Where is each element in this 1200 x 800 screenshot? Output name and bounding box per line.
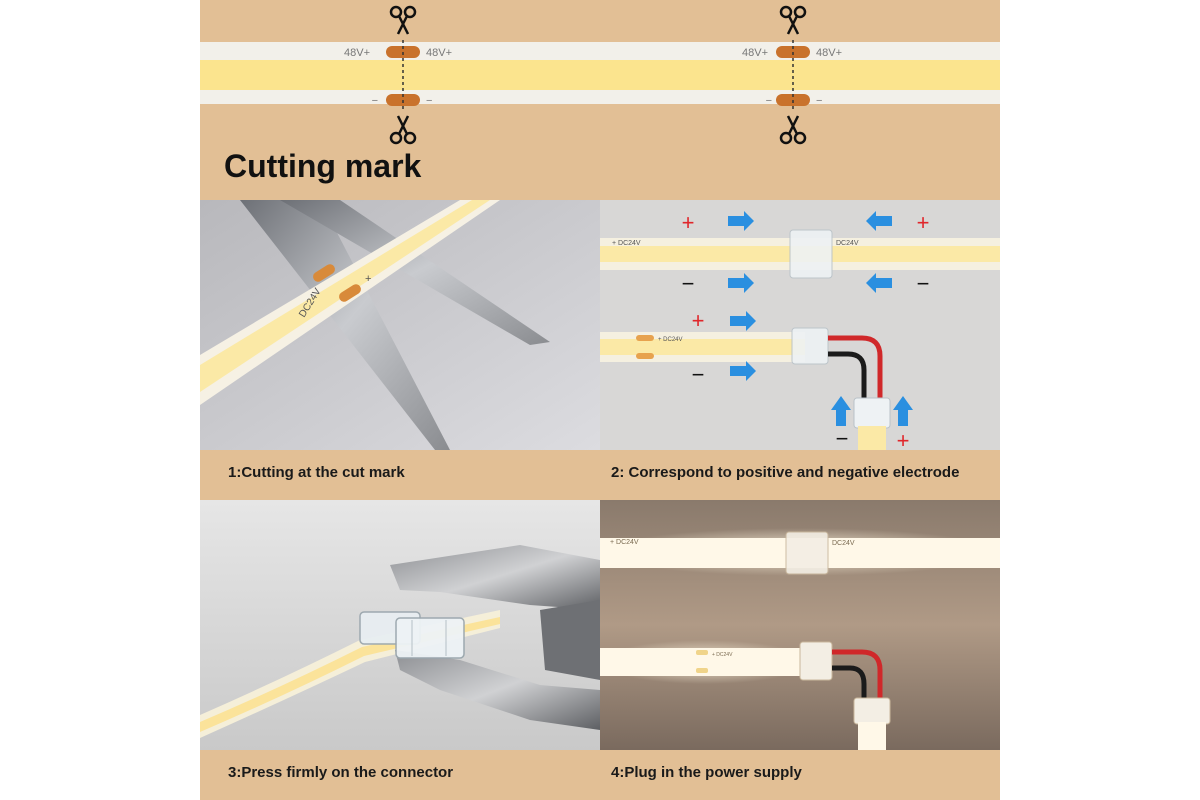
plus-label: + [365, 273, 371, 285]
step-4-caption: 4:Plug in the power supply [611, 764, 802, 781]
red-wire [828, 335, 883, 400]
copper-pad [696, 650, 708, 655]
scissors-icon [779, 115, 807, 145]
steps-row-1: DC24V + + DC24V DC24V + + − − [200, 200, 1000, 450]
plus-sign: + [917, 210, 930, 235]
arrow-left-icon [866, 211, 892, 231]
steps-row-2: + DC24V DC24V + DC24V [200, 500, 1000, 750]
step-3-image [200, 500, 600, 750]
led-strip-cob [200, 617, 500, 732]
black-wire [828, 351, 867, 400]
section-title: Cutting mark [224, 148, 422, 184]
strip-connector [853, 697, 891, 725]
scissors-icon [779, 5, 807, 35]
strip-connector [785, 531, 829, 575]
step-3-caption: 3:Press firmly on the connector [228, 764, 454, 781]
led-strip-cob [858, 426, 886, 450]
scissor-blade [280, 200, 550, 345]
minus-sign: − [692, 362, 705, 387]
led-strip-cob [600, 339, 805, 355]
black-wire [832, 665, 867, 700]
plier-jaw-upper [390, 545, 600, 610]
pad-label-48v: 48V+ [426, 47, 452, 59]
cutting-mark-illustration: 48V+ 48V+ − − 48V+ 48V+ − − [200, 5, 1000, 145]
strip-connector [853, 397, 891, 429]
step-2-caption: 2: Correspond to positive and negative e… [611, 464, 960, 481]
caption-row-1: 1:Cutting at the cut mark 2: Correspond … [200, 450, 1000, 500]
led-strip-cob [200, 60, 1000, 90]
plus-sign: + [692, 308, 705, 333]
led-strip-base [200, 200, 500, 405]
cut-mark-2: 48V+ 48V+ − − [742, 40, 842, 110]
strip-label: + DC24V [712, 652, 733, 658]
cut-mark-1: 48V+ 48V+ − − [344, 40, 452, 110]
minus-sign: − [682, 271, 695, 296]
pad-label-48v: 48V+ [742, 47, 768, 59]
copper-pad [696, 668, 708, 673]
plus-sign: + [682, 210, 695, 235]
arrow-up-icon [831, 396, 851, 426]
arrow-right-icon [730, 361, 756, 381]
step-1-image: DC24V + [200, 200, 600, 450]
scissors-icon [389, 5, 417, 35]
plier-body [540, 600, 600, 680]
cutting-mark-section: 48V+ 48V+ − − 48V+ 48V+ − − [200, 0, 1000, 200]
caption-row-2: 3:Press firmly on the connector 4:Plug i… [200, 750, 1000, 800]
pad-label-minus: − [372, 95, 378, 107]
red-wire [832, 649, 883, 700]
strip-label: + DC24V [658, 337, 683, 343]
copper-pad [339, 284, 361, 302]
minus-sign: − [836, 426, 849, 450]
scissors-icon [389, 115, 417, 145]
pad-label-minus: − [816, 95, 822, 107]
arrow-up-icon [893, 396, 913, 426]
scissor-blade [240, 200, 450, 450]
strip-label: + DC24V [610, 539, 639, 546]
step-2-image: + DC24V DC24V + + − − + DC24V [600, 200, 1000, 450]
step-4-image: + DC24V DC24V + DC24V [600, 500, 1000, 750]
pad-label-minus: − [426, 95, 432, 107]
led-strip-lit [858, 722, 886, 750]
strip-connector [799, 641, 833, 681]
arrow-right-icon [728, 273, 754, 293]
arrow-right-icon [730, 311, 756, 331]
pad-label-48v: 48V+ [816, 47, 842, 59]
strip-connector [791, 327, 829, 365]
plus-sign: + [897, 428, 910, 450]
connector-label: DC24V [836, 240, 859, 247]
minus-sign: − [917, 271, 930, 296]
copper-pad [636, 353, 654, 359]
strip-label: + DC24V [612, 240, 641, 247]
pad-label-48v: 48V+ [344, 47, 370, 59]
copper-pad [313, 264, 335, 282]
arrow-right-icon [728, 211, 754, 231]
copper-pad [636, 335, 654, 341]
connector-label: DC24V [832, 540, 855, 547]
arrow-left-icon [866, 273, 892, 293]
pad-label-minus: − [766, 95, 772, 107]
strip-connector [395, 617, 465, 659]
step-1-caption: 1:Cutting at the cut mark [228, 464, 405, 481]
strip-connector [789, 229, 833, 279]
plier-jaw-lower [395, 650, 600, 730]
